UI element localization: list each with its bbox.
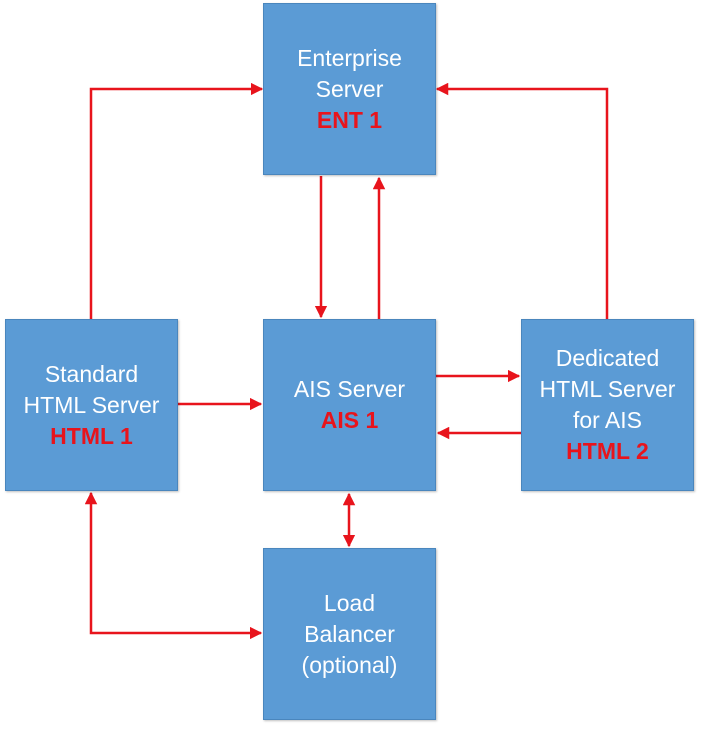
ais-server-label: AIS Server	[293, 376, 406, 402]
dedicated-html-server-id: HTML 2	[566, 438, 649, 464]
standard-html-server-id: HTML 1	[50, 422, 133, 449]
dedicated-html-server-label-line-3: for AIS	[572, 407, 643, 433]
enterprise-server-label-line-1: Enterprise	[297, 44, 402, 71]
dedicated-html-server-label-line-1: Dedicated	[555, 345, 660, 371]
enterprise-server-label-line-2: Server	[315, 75, 384, 102]
standard-html-server-label-line-2: HTML Server	[23, 391, 160, 418]
ais-server-node: AIS Server AIS 1	[263, 319, 436, 491]
enterprise-server-id: ENT 1	[316, 106, 383, 133]
dedicated-html-server-label-line-2: HTML Server	[539, 376, 676, 402]
load-balancer-label-line-3: (optional)	[301, 651, 398, 678]
load-balancer-node: Load Balancer (optional)	[263, 548, 436, 720]
dedicated-html-server-node: Dedicated HTML Server for AIS HTML 2	[521, 319, 694, 491]
standard-html-server-node: Standard HTML Server HTML 1	[5, 319, 178, 491]
arrow-standard-to-enterprise	[89, 82, 264, 319]
standard-html-server-label-line-1: Standard	[44, 360, 139, 387]
arrow-dedicated-to-enterprise	[435, 82, 609, 319]
load-balancer-label-line-2: Balancer	[304, 620, 395, 647]
ais-server-id: AIS 1	[320, 407, 379, 433]
load-balancer-label-line-1: Load	[323, 589, 376, 616]
arrow-standard-loadbalancer-bidirectional	[84, 491, 263, 640]
enterprise-server-node: Enterprise Server ENT 1	[263, 3, 436, 175]
